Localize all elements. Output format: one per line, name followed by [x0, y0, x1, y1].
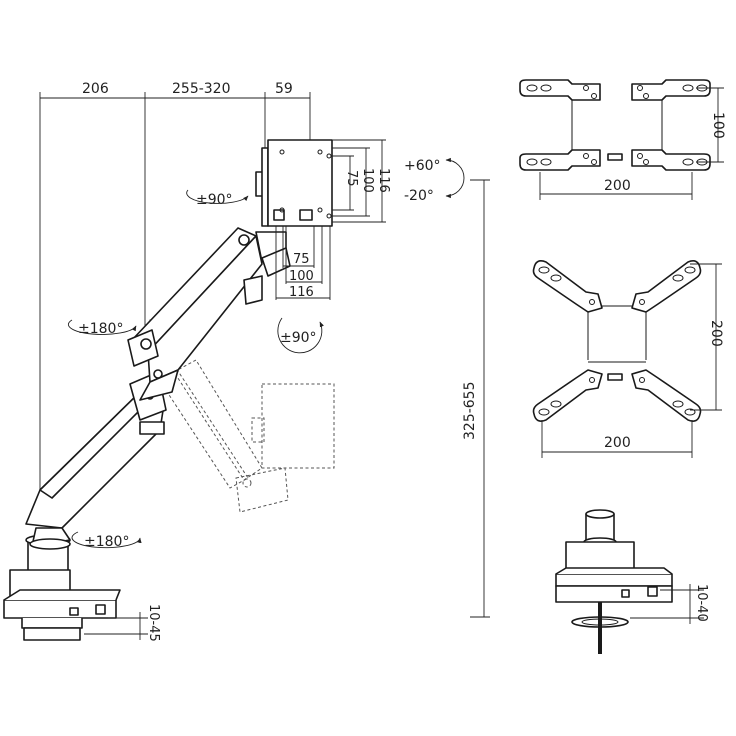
head-vertical-dimensions: [332, 139, 386, 223]
dim-head-v-mid: 100: [360, 168, 375, 193]
grommet-mount: [555, 509, 673, 654]
vesa-head-plate: [255, 139, 333, 227]
desk-clamp: [3, 534, 121, 641]
dim-height-range: 325-655: [462, 382, 478, 441]
dim-head-offset: 59: [275, 81, 293, 97]
top-dimension-lines: [39, 92, 311, 520]
dim-head-v-inner: 75: [344, 170, 359, 187]
dim-base-reach: 206: [82, 81, 109, 97]
rotation-base: ±180°: [84, 534, 129, 550]
rotation-head-swivel-symbol: [186, 189, 249, 204]
upper-arm: [127, 227, 291, 401]
rotation-portrait: ±90°: [280, 330, 317, 346]
dim-arm-reach: 255-320: [172, 81, 231, 97]
tilt-arc: [445, 157, 465, 199]
dim-head-h-outer: 116: [289, 285, 314, 300]
adapter-square-height: 200: [708, 320, 724, 347]
adapter-square-width: 200: [604, 435, 631, 451]
adapter-wide-height: 100: [710, 112, 726, 139]
tilt-down-label: -20°: [404, 188, 434, 204]
grommet-thickness-dimension: [630, 584, 704, 624]
clamp-thickness-dimension: [84, 612, 148, 640]
dim-head-v-outer: 116: [376, 168, 391, 193]
dim-grommet-thickness: 10-40: [694, 584, 709, 622]
rotation-head-swivel: ±90°: [196, 192, 233, 208]
height-range-dimension: [470, 179, 490, 618]
adapter-wide-plate: [519, 79, 711, 171]
adapter-wide-width: 200: [604, 178, 631, 194]
adapter-square-dimensions: [541, 263, 722, 458]
tilt-up-label: +60°: [404, 158, 441, 174]
dim-head-h-inner: 75: [293, 252, 310, 267]
head-horizontal-dimensions: [275, 226, 331, 300]
dim-head-h-mid: 100: [289, 269, 314, 284]
rotation-base-symbol: [71, 531, 142, 549]
adapter-square-plate: [532, 260, 702, 422]
adapter-wide-dimensions: [539, 87, 724, 200]
rotation-portrait-symbol: [277, 317, 324, 354]
rotation-elbow: ±180°: [78, 321, 123, 337]
lower-arm: [25, 371, 167, 550]
dim-clamp-thickness: 10-45: [146, 604, 161, 642]
rotation-elbow-symbol: [67, 319, 137, 335]
